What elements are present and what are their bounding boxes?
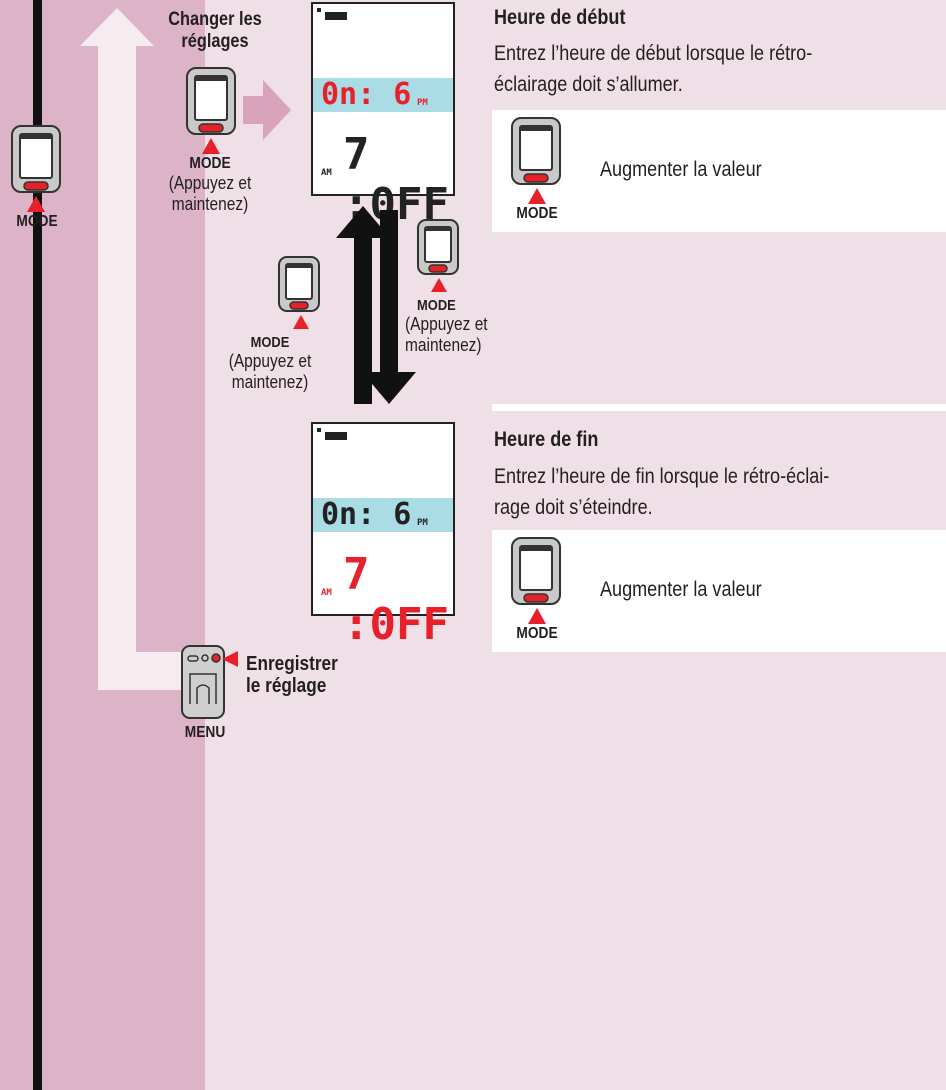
- start-action-panel: [492, 110, 946, 232]
- down-hold-label: MODE (Appuyez et maintenez): [405, 297, 488, 355]
- end-time-heading: Heure de fin: [494, 428, 599, 451]
- left-mode-label: MODE: [16, 213, 58, 230]
- red-arrow-icon: [431, 278, 447, 292]
- lcd-start-top-value: 0n: 6: [321, 77, 412, 112]
- cycle-computer-icon: [11, 125, 61, 193]
- cycle-computer-icon: [278, 256, 320, 312]
- start-action-text: Augmenter la valeur: [600, 158, 762, 181]
- left-device[interactable]: [8, 124, 64, 194]
- down-control-device[interactable]: [411, 218, 467, 276]
- change-settings-title: Changer les réglages: [168, 9, 262, 52]
- red-arrow-icon: [293, 315, 309, 329]
- menu-label: MENU: [184, 724, 226, 741]
- red-arrow-icon: [202, 138, 220, 154]
- red-arrow-icon: [528, 608, 546, 624]
- red-arrow-icon: [528, 188, 546, 204]
- cycle-computer-icon: [186, 67, 236, 135]
- red-left-arrow-icon: [222, 651, 238, 667]
- lcd-end-pm: PM: [417, 518, 428, 528]
- end-action-device[interactable]: [508, 536, 564, 606]
- menu-device[interactable]: [180, 644, 230, 722]
- lcd-start-pm: PM: [417, 98, 428, 108]
- end-mode-label: MODE: [516, 625, 558, 642]
- change-device[interactable]: [183, 66, 239, 136]
- device-back-icon: [181, 645, 225, 719]
- start-time-heading: Heure de début: [494, 6, 626, 29]
- up-down-arrows: [336, 206, 416, 404]
- cycle-computer-icon: [511, 117, 561, 185]
- cycle-computer-icon: [511, 537, 561, 605]
- save-label: Enregistrer le réglage: [246, 653, 338, 697]
- end-action-panel: [492, 530, 946, 652]
- up-control-device[interactable]: [272, 255, 328, 313]
- red-arrow-icon: [27, 196, 45, 212]
- lcd-start-am: AM: [321, 168, 332, 178]
- end-time-description: Entrez l’heure de fin lorsque le rétro-é…: [494, 465, 830, 519]
- lcd-end-bottom-value: 7 :0FF: [343, 549, 449, 650]
- lcd-screen-start: 0n: 6 PM AM 7 :0FF: [311, 2, 455, 230]
- cycle-computer-icon: [417, 219, 459, 275]
- end-action-text: Augmenter la valeur: [600, 578, 762, 601]
- section-divider: [492, 404, 946, 411]
- timeline-bar: [33, 0, 42, 1090]
- change-hold-label: MODE (Appuyez et maintenez): [168, 155, 252, 215]
- lcd-screen-end: 0n: 6 PM AM 7 :0FF: [311, 422, 455, 650]
- lcd-end-top-value: 0n: 6: [321, 497, 412, 532]
- start-time-description: Entrez l’heure de début lorsque le rétro…: [494, 42, 813, 96]
- right-arrow-icon: [243, 80, 291, 140]
- lcd-end-am: AM: [321, 588, 332, 598]
- up-hold-label: MODE (Appuyez et maintenez): [228, 334, 312, 392]
- start-mode-label: MODE: [516, 205, 558, 222]
- start-action-device[interactable]: [508, 116, 564, 186]
